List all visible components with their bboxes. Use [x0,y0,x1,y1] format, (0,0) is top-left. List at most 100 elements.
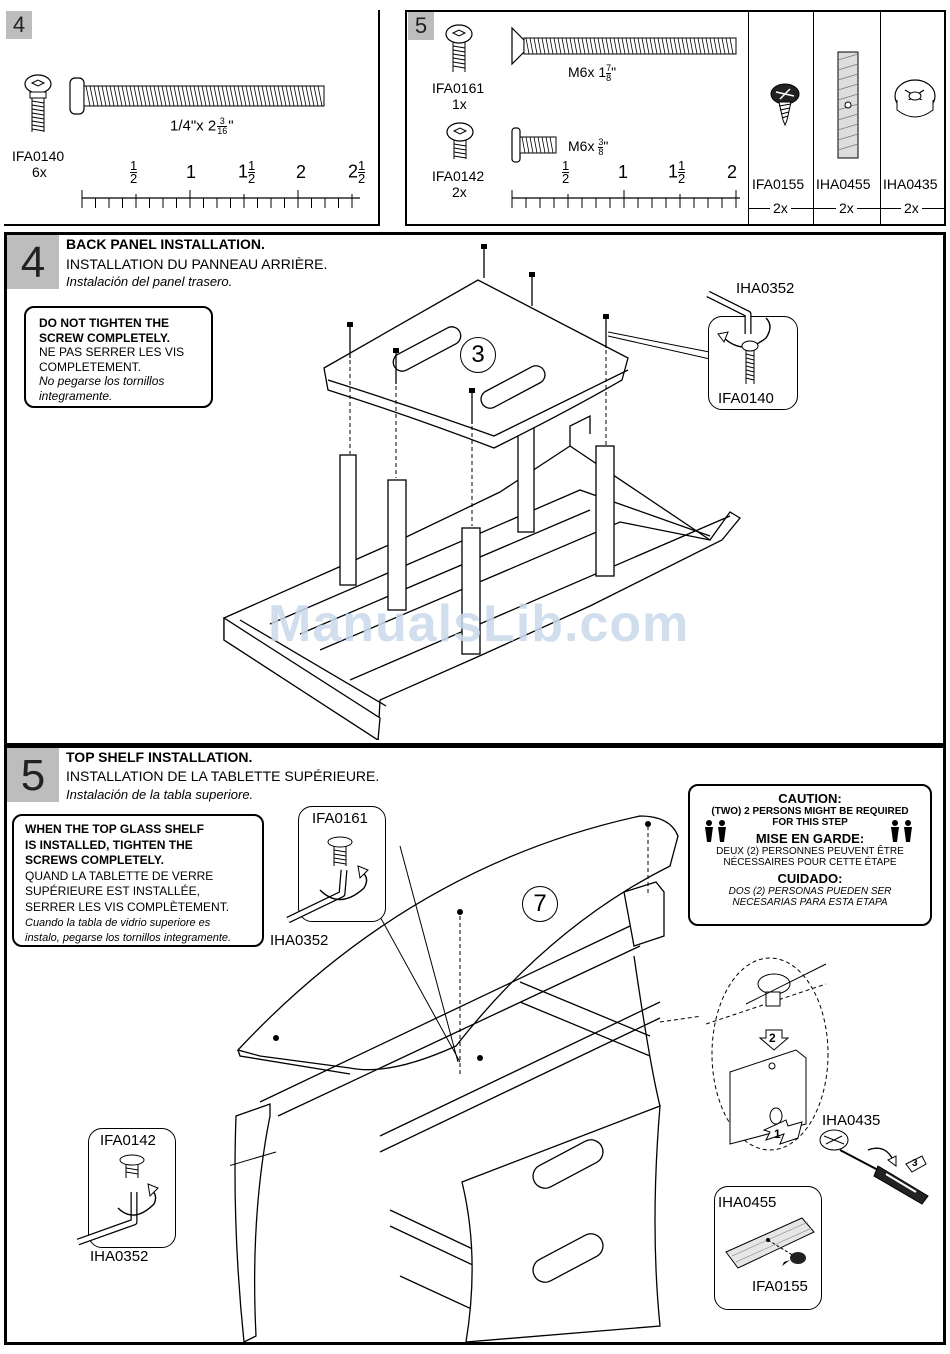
part-code: IHA0435 [883,176,938,192]
part-qty: 2x [770,200,791,216]
step-number: 4 [7,235,59,289]
part-code: IHA0455 [816,176,871,192]
ruler-label: 1 [186,162,197,182]
note-line: COMPLETEMENT. [39,359,142,374]
bolt-m6-short-icon [511,127,557,163]
bolt-size-den: 8 [606,73,612,83]
part-code: IFA0140 [12,148,65,164]
callout-top-screw [298,806,386,922]
bolt-m6-long-icon [511,26,737,66]
note-line: IS INSTALLED, TIGHTEN THE [25,837,193,852]
hardware-panel-step4 [4,10,380,226]
screw-code-label: IFA0140 [718,390,774,407]
note-line: SCREWS COMPLETELY. [25,853,164,868]
panel-label-7: 7 [522,886,558,922]
caution-line: NECESARIAS PARA ESTA ETAPA [732,897,888,908]
note-line: DO NOT TIGHTEN THE [39,316,169,330]
step-title-es: Instalación del panel trasero. [66,274,233,289]
step-title-es: Instalación de la tabla superiore. [66,787,254,802]
screwdriver-icon: 3 [839,1147,929,1205]
hardware-panel-number: 4 [6,11,32,39]
allen-key-icon [706,290,771,348]
bolt-size-prefix: M6x 1 [568,64,607,81]
part-qty: 2x [836,200,857,216]
note-line: integramente. [39,388,113,403]
note-line: SCREW COMPLETELY. [39,330,170,345]
bolt-size-prefix: 1/4"x 2 [170,117,217,135]
hardware-panel-number: 5 [408,12,434,40]
ruler-label: 1 [618,162,629,182]
part-qty: 1x [452,96,467,112]
tool-code-label: IHA0352 [270,932,329,949]
caution-line: (TWO) 2 PERSONS MIGHT BE REQUIRED [711,806,909,817]
screw-code-label: IFA0142 [100,1132,156,1149]
part-qty: 2x [901,200,922,216]
step-marker-3: 3 [912,1158,918,1169]
tool-code-label: IHA0352 [736,280,795,297]
cam-code-label: IHA0435 [822,1112,881,1129]
step-title-fr: INSTALLATION DE LA TABLETTE SUPÉRIEURE. [66,768,380,784]
part-code: IFA0142 [432,168,485,184]
part-code: IFA0155 [752,176,805,192]
caution-line: FOR THIS STEP [772,817,848,828]
tighten-screws-note: WHEN THE TOP GLASS SHELF IS INSTALLED, T… [12,814,264,947]
ruler-inches [81,190,360,208]
note-line: instalo, pegarse los tornillos integrame… [25,932,232,945]
step-marker-2: 2 [769,1031,776,1045]
callout-right-plate [714,1186,822,1310]
caution-heading: CUIDADO: [777,871,843,886]
step-title-en: BACK PANEL INSTALLATION. [66,236,265,252]
tapping-screw-icon [770,83,800,126]
note-line: Cuando la tabla de vidrio superiore es [25,916,211,929]
cam-lock-icon [894,79,936,118]
screw-ifa0140-icon [741,340,759,384]
step-title-en: TOP SHELF INSTALLATION. [66,749,253,765]
part-qty: 6x [32,164,47,180]
note-line: WHEN THE TOP GLASS SHELF [25,822,204,836]
screw-code-label: IFA0161 [312,810,368,827]
allen-key-screw-icon [286,836,369,924]
screw-ifa0142-icon [446,122,474,159]
bolt-size-prefix: M6x [568,138,599,155]
bolt-size-suffix: " [228,117,234,135]
bolt-size-num: 3 [217,117,228,127]
caution-line: DOS (2) PERSONAS PUEDEN SER [728,886,892,897]
step-marker-1: 1 [774,1127,781,1141]
note-line: QUAND LA TABLETTE DE VERRE [25,868,214,883]
bolt-long-icon [69,77,325,115]
note-line: NE PAS SERRER LES VIS [39,345,185,359]
bolt-size-den: 8 [598,147,604,157]
note-line: SERRER LES VIS COMPLÈTEMENT. [25,899,230,914]
step5-assembly-drawing [230,815,700,1342]
caution-line: NÉCESSAIRES POUR CETTE ÉTAPE [723,857,897,868]
tool-code-label: IHA0352 [90,1248,149,1265]
step4-assembly-drawing [223,244,751,740]
part-code: IFA0161 [432,80,485,96]
cam-lock-detail: 2 1 [706,957,849,1151]
note-line: No pegarse los tornillos [39,374,165,388]
panel-label-3: 3 [460,337,496,373]
allen-key-screw-icon [76,1154,159,1246]
ruler-label: 2 [727,162,738,182]
connector-plate-screw-icon [725,1217,815,1269]
two-persons-icon [705,820,726,842]
two-persons-icon [891,820,912,842]
bolt-size-suffix: " [603,138,609,155]
do-not-tighten-note: DO NOT TIGHTEN THE SCREW COMPLETELY. NE … [24,306,213,408]
part-qty: 2x [452,184,467,200]
bolt-size-num: 3 [598,137,604,148]
caution-heading: CAUTION: [778,791,842,806]
note-line: SUPÉRIEURE EST INSTALLÉE, [25,884,200,899]
plate-code-label: IHA0455 [718,1194,777,1211]
bolt-size-den: 16 [217,126,228,136]
screw-code-label: IFA0155 [752,1278,808,1295]
step-title-fr: INSTALLATION DU PANNEAU ARRIÈRE. [66,256,328,272]
caution-line: DEUX (2) PERSONNES PEUVENT ÊTRE [716,846,904,857]
